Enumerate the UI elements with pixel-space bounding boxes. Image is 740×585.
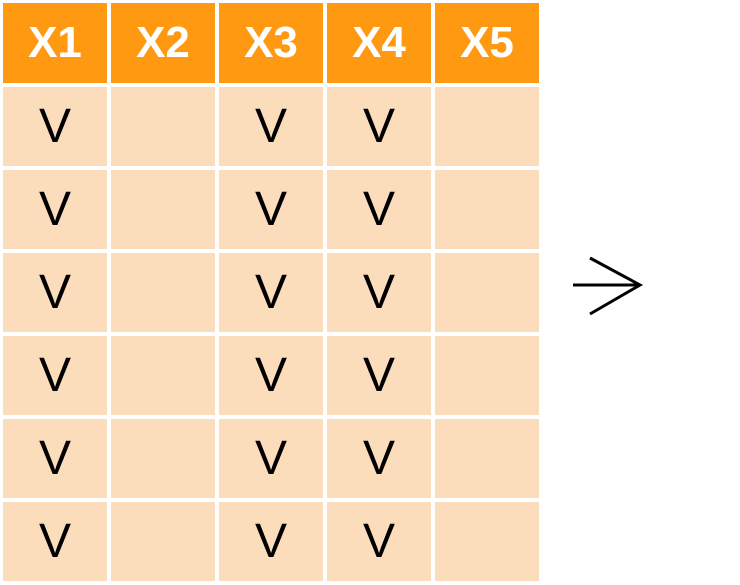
- table-cell: [435, 170, 539, 249]
- table-cell: V: [327, 502, 431, 581]
- column-header-x4: X4: [327, 3, 431, 83]
- table-cell: [111, 253, 215, 332]
- table-cell: [111, 502, 215, 581]
- table-cell: V: [327, 419, 431, 498]
- column-header-x3: X3: [219, 3, 323, 83]
- column-header-x2: X2: [111, 3, 215, 83]
- table-cell: V: [3, 419, 107, 498]
- table-cell: V: [219, 170, 323, 249]
- right-arrow-icon: [573, 256, 644, 316]
- table-cell: V: [3, 87, 107, 166]
- table-cell: V: [327, 87, 431, 166]
- table-cell: V: [3, 253, 107, 332]
- table-cell: V: [327, 253, 431, 332]
- table-cell: V: [219, 419, 323, 498]
- table-cell: V: [327, 336, 431, 415]
- table-cell: [435, 502, 539, 581]
- column-header-x5: X5: [435, 3, 539, 83]
- table-cell: [435, 336, 539, 415]
- table-cell: V: [219, 87, 323, 166]
- table-cell: V: [3, 170, 107, 249]
- table-cell: V: [219, 253, 323, 332]
- table-cell: V: [3, 502, 107, 581]
- column-header-x1: X1: [3, 3, 107, 83]
- table-cell: [435, 419, 539, 498]
- table-cell: [435, 87, 539, 166]
- table-cell: V: [219, 502, 323, 581]
- table-cell: V: [327, 170, 431, 249]
- table-cell: V: [3, 336, 107, 415]
- table-cell: [111, 170, 215, 249]
- table-cell: [111, 87, 215, 166]
- table-cell: V: [219, 336, 323, 415]
- table-cell: [435, 253, 539, 332]
- table-cell: [111, 336, 215, 415]
- table-cell: [111, 419, 215, 498]
